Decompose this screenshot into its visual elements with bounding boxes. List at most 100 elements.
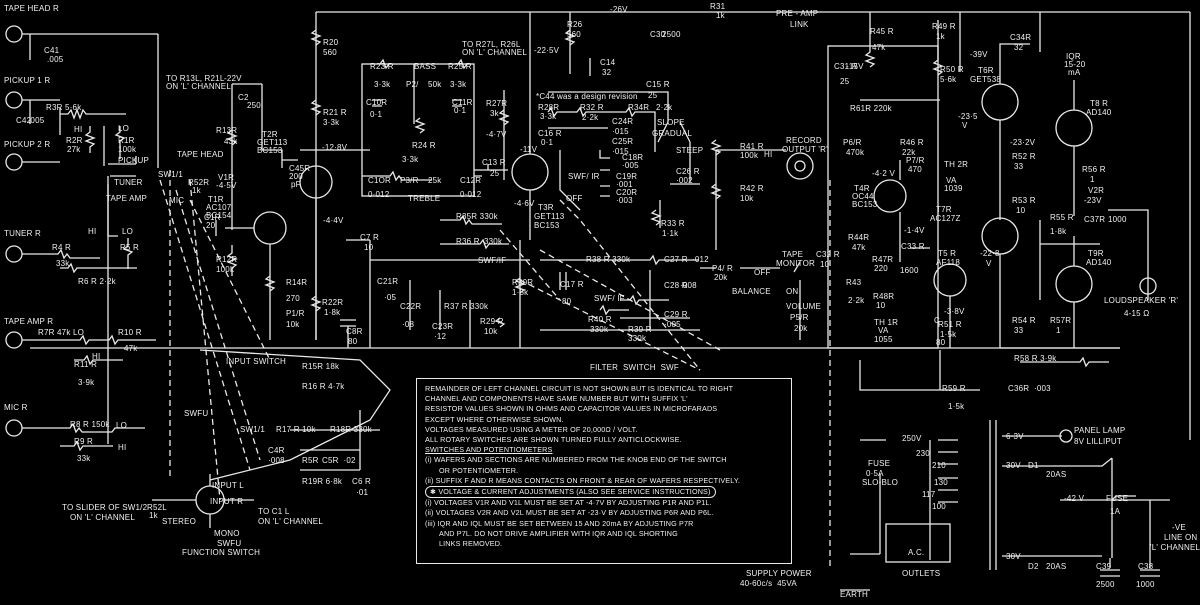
- component-label: R12R: [216, 255, 238, 264]
- component-label: -23·2V: [1010, 138, 1036, 147]
- component-label: 15-20: [1064, 60, 1086, 69]
- component-label: C15 R: [646, 80, 670, 89]
- component-label: R5 R: [120, 243, 140, 252]
- component-label: R6 R 2·2k: [78, 277, 116, 286]
- component-label: AD140: [1086, 258, 1112, 267]
- note-line: REMAINDER OF LEFT CHANNEL CIRCUIT IS NOT…: [425, 384, 734, 393]
- preamp-stage-1: [215, 29, 370, 348]
- switch-linkages: [159, 170, 831, 570]
- component-label: R31: [710, 2, 726, 11]
- component-label: LO: [116, 421, 128, 430]
- component-label: R34R: [628, 103, 650, 112]
- component-label: RECORD: [786, 136, 822, 145]
- component-label: 20k: [714, 273, 728, 282]
- component-label: P2/: [406, 80, 419, 89]
- component-label: LO: [118, 124, 130, 133]
- component-label: 80: [936, 338, 946, 347]
- component-label: PRE - AMP: [776, 9, 819, 18]
- component-label: TAPE HEAD: [177, 150, 224, 159]
- note-line: ALL ROTARY SWITCHES ARE SHOWN TURNED FUL…: [425, 435, 682, 445]
- component-label: ON 'L' CHANNEL: [462, 48, 527, 57]
- component-label: 0·012: [368, 190, 390, 199]
- component-label: LO: [122, 227, 134, 236]
- component-label: INPUT R: [210, 497, 244, 506]
- component-label: R3R 5·6k: [46, 103, 82, 112]
- component-label: 1·5k: [948, 402, 965, 411]
- component-label: R48R: [873, 292, 895, 301]
- component-label: 10: [364, 243, 374, 252]
- component-label: ·12: [434, 332, 447, 341]
- component-label: 20: [206, 221, 216, 230]
- component-label: SW1/1: [158, 170, 184, 179]
- component-label: 25: [490, 169, 500, 178]
- component-label: C8R: [346, 327, 363, 336]
- component-label: C24R: [612, 117, 634, 126]
- component-label: R35R 330k: [456, 212, 498, 221]
- component-label: SW1/1: [240, 425, 266, 434]
- component-label: R47R: [872, 255, 894, 264]
- component-label: R29 R: [480, 317, 504, 326]
- component-label: C33 R: [901, 242, 925, 251]
- component-label: P7/R: [906, 156, 925, 165]
- component-label: IQR: [1066, 52, 1081, 61]
- component-label: R52 R: [1012, 152, 1036, 161]
- component-label: T9R: [1088, 249, 1104, 258]
- component-label: STEREO: [162, 517, 197, 526]
- component-label: 30V: [1006, 461, 1021, 470]
- component-label: 130: [934, 478, 948, 487]
- note-line: AND P7L. DO NOT DRIVE AMPLIFIER WITH IQR…: [439, 528, 678, 538]
- component-label: INPUT SWITCH: [226, 357, 287, 366]
- component-label: C1R: [204, 213, 221, 222]
- component-label: -4·4V: [323, 216, 344, 225]
- component-label: C25R: [612, 137, 634, 146]
- component-label: 250V: [902, 434, 922, 443]
- component-label: 6·3V: [1006, 432, 1024, 441]
- component-label: R20: [323, 38, 339, 47]
- component-label: 1000: [1136, 580, 1155, 589]
- component-label: 2·2k: [582, 113, 599, 122]
- component-label: R4 R: [52, 243, 72, 252]
- component-label: OUTPUT 'R': [782, 145, 828, 154]
- component-label: 33k: [77, 454, 91, 463]
- component-label: AC127Z: [930, 214, 961, 223]
- component-label: V2R: [1088, 186, 1105, 195]
- component-label: R10 R: [118, 328, 142, 337]
- component-label: 330k: [590, 325, 609, 334]
- component-label: -26V: [610, 5, 628, 14]
- component-label: 1·1k: [662, 229, 679, 238]
- component-label: C31 R: [834, 62, 858, 71]
- component-label: R56 R: [1082, 165, 1106, 174]
- component-label: 1k: [192, 186, 201, 195]
- component-label: 0·012: [460, 190, 482, 199]
- component-label: HI: [88, 227, 97, 236]
- component-label: TO R13L, R21L: [166, 74, 225, 83]
- component-label: C23R: [432, 322, 454, 331]
- component-label: MONITOR: [776, 259, 816, 268]
- component-label: 80: [562, 297, 572, 306]
- power-amplifier: [827, 12, 1157, 391]
- component-label: V: [962, 121, 968, 130]
- component-label: 3·3k: [450, 80, 467, 89]
- component-label: TAPE HEAD R: [4, 4, 59, 13]
- component-label: 1A: [1110, 507, 1121, 516]
- component-label: SLO-BLO: [862, 478, 899, 487]
- component-label: MONO: [214, 529, 240, 538]
- component-label: AD140: [1086, 108, 1112, 117]
- component-label: C7 R: [360, 233, 380, 242]
- component-label: C18R: [622, 153, 644, 162]
- component-label: -11V: [520, 145, 538, 154]
- component-label: C6 R: [352, 477, 372, 486]
- component-label: 117: [922, 490, 936, 499]
- component-label: *C44 was a design revision: [536, 92, 638, 101]
- component-label: ·015: [612, 147, 629, 156]
- component-label: 100k: [740, 151, 759, 160]
- component-label: R50 R: [940, 65, 964, 74]
- output-control: [700, 139, 814, 340]
- component-label: 1: [1090, 175, 1095, 184]
- component-label: FILTER SWITCH SWF: [590, 363, 679, 372]
- component-label: TO C1 L: [258, 507, 290, 516]
- component-label: C16 R: [538, 129, 562, 138]
- component-label: C17 R: [560, 280, 584, 289]
- component-label: OC44: [852, 192, 874, 201]
